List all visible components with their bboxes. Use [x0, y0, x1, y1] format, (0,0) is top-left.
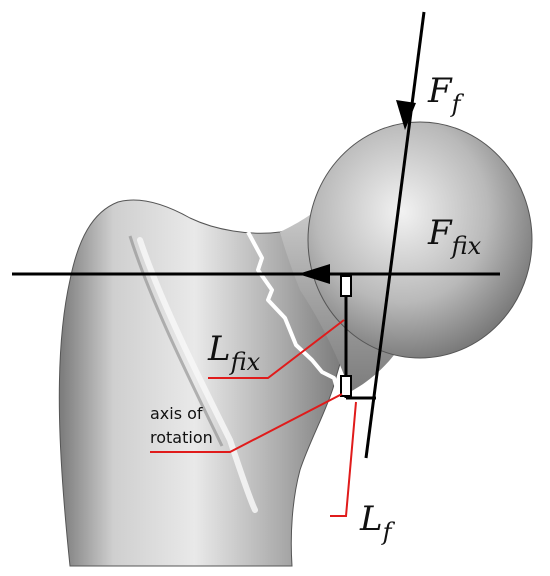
right-angle-marker-bottom — [340, 375, 352, 397]
label-F-fix-main: F — [427, 213, 453, 253]
trochanter-ridge-shadow — [128, 235, 224, 447]
leader-line-L-f — [330, 401, 357, 517]
leader-line-axis-of-rotation — [150, 393, 343, 453]
label-L-f-main: L — [359, 499, 383, 539]
greater-trochanter-highlight — [137, 237, 258, 513]
femur-bone — [58, 121, 533, 567]
label-L-fix-sub: fix — [229, 348, 261, 376]
femoral-force-line — [364, 11, 426, 459]
fracture-line — [246, 231, 340, 393]
femoral-head — [307, 121, 533, 359]
label-L-f-sub: f — [381, 518, 396, 546]
label-rotation: rotation — [150, 428, 213, 447]
leader-line-L-fix — [208, 319, 345, 379]
femoral-force-arrowhead — [396, 100, 416, 130]
femur-shaft-and-trochanter — [58, 199, 361, 567]
label-F-fix: Ffix — [427, 213, 482, 260]
label-L-fix-main: L — [207, 329, 231, 369]
label-F-f: Ff — [427, 71, 465, 118]
label-F-fix-sub: fix — [450, 232, 482, 260]
right-angle-marker-top — [340, 275, 352, 297]
fixation-force-arrowhead — [298, 264, 330, 284]
label-F-f-sub: f — [450, 90, 465, 118]
label-F-f-main: F — [427, 71, 453, 111]
label-L-f: Lf — [359, 499, 396, 546]
label-axis-of: axis of — [150, 404, 203, 423]
label-L-fix: Lfix — [207, 329, 261, 376]
